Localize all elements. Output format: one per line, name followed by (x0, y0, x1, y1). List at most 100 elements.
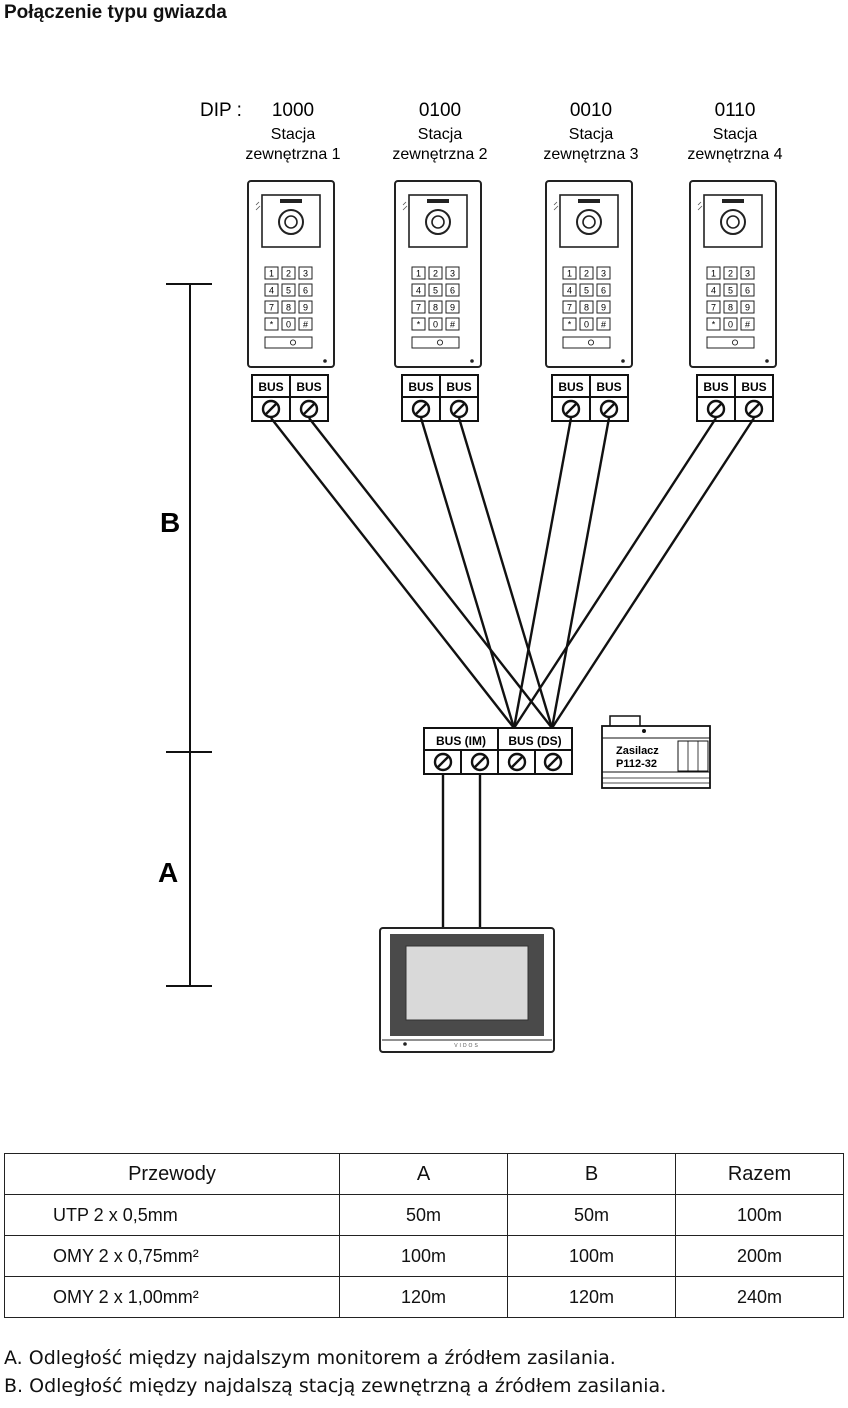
bus-wire (270, 417, 515, 729)
bell-icon (562, 336, 611, 349)
keypad-key: 4 (416, 286, 421, 296)
camera-icon (278, 209, 304, 235)
terminal-label: BUS (596, 380, 621, 394)
keypad-key: 7 (711, 303, 716, 313)
table-header-row: Przewody A B Razem (4, 1153, 844, 1195)
keypad-key: 1 (567, 269, 572, 279)
table-cell: OMY 2 x 0,75mm² (4, 1235, 340, 1277)
keypad-key: 7 (416, 303, 421, 313)
power-supply-label-1: Zasilacz (616, 745, 659, 757)
bell-icon (706, 336, 755, 349)
keypad-key: 8 (728, 303, 733, 313)
table-cell: 50m (339, 1194, 508, 1236)
camera-icon (425, 209, 451, 235)
bus-terminal: BUS BUS (696, 374, 774, 422)
keypad-key: # (303, 320, 308, 330)
terminal-label: BUS (296, 380, 321, 394)
bus-wire (419, 417, 516, 729)
table-cell: 50m (507, 1194, 676, 1236)
terminal-screw-icon (433, 752, 453, 772)
hub-label-ds: BUS (DS) (508, 734, 561, 748)
bus-wire (550, 417, 756, 729)
keypad-key: 5 (433, 286, 438, 296)
terminal-screw-icon (599, 399, 619, 419)
bell-icon (411, 336, 460, 349)
keypad-key: 1 (711, 269, 716, 279)
station-label-1: Stacja (713, 126, 758, 143)
keypad-key: 5 (728, 286, 733, 296)
keypad-key: 0 (433, 320, 438, 330)
terminal-screw-icon (261, 399, 281, 419)
terminal-label: BUS (258, 380, 283, 394)
keypad-key: 5 (584, 286, 589, 296)
keypad-key: 6 (745, 286, 750, 296)
bus-hub-terminal: BUS (IM) BUS (DS) (423, 727, 573, 775)
keypad-key: 4 (269, 286, 274, 296)
table-cell: OMY 2 x 1,00mm² (4, 1276, 340, 1318)
terminal-label: BUS (408, 380, 433, 394)
keypad-key: * (712, 320, 716, 330)
keypad-key: 5 (286, 286, 291, 296)
keypad-key: 2 (433, 269, 438, 279)
station-label-1: Stacja (418, 126, 463, 143)
terminal-label: BUS (741, 380, 766, 394)
terminal-screw-icon (744, 399, 764, 419)
dip-label: DIP : (200, 100, 242, 121)
keypad-key: 2 (584, 269, 589, 279)
table-cell: 100m (507, 1235, 676, 1277)
bus-terminal: BUS BUS (251, 374, 329, 422)
keypad-key: 9 (303, 303, 308, 313)
keypad-key: 3 (303, 269, 308, 279)
keypad-key: 9 (601, 303, 606, 313)
table-header: Przewody (4, 1153, 340, 1195)
table-cell: 120m (339, 1276, 508, 1318)
bus-wire (550, 417, 611, 729)
terminal-screw-icon (706, 399, 726, 419)
keypad-key: 1 (416, 269, 421, 279)
keypad-key: 1 (269, 269, 274, 279)
note-a: A. Odległość między najdalszym monitorem… (4, 1347, 616, 1369)
terminal-screw-icon (449, 399, 469, 419)
keypad-key: 9 (745, 303, 750, 313)
terminal-screw-icon (299, 399, 319, 419)
terminal-screw-icon (543, 752, 563, 772)
keypad-key: 3 (745, 269, 750, 279)
keypad-key: 4 (567, 286, 572, 296)
keypad-key: * (568, 320, 572, 330)
table-cell: 200m (675, 1235, 844, 1277)
keypad-key: 3 (601, 269, 606, 279)
station-label-1: Stacja (569, 126, 614, 143)
station-label-2: zewnętrzna 2 (392, 146, 487, 163)
terminal-screw-icon (507, 752, 527, 772)
monitor-wires (441, 774, 482, 930)
table-row: OMY 2 x 0,75mm² 100m 100m 200m (4, 1235, 844, 1277)
station-dip: 0010 (570, 100, 612, 121)
table-cell: 100m (675, 1194, 844, 1236)
terminal-screw-icon (470, 752, 490, 772)
bus-wires (270, 417, 756, 729)
camera-icon (576, 209, 602, 235)
bus-wire (457, 417, 554, 729)
terminal-label: BUS (703, 380, 728, 394)
dimension-label-b: B (160, 507, 180, 538)
terminal-screw-icon (561, 399, 581, 419)
keypad-key: 8 (433, 303, 438, 313)
station-dip: 0100 (419, 100, 461, 121)
keypad-key: 8 (286, 303, 291, 313)
dimension-label-a: A (158, 857, 178, 888)
keypad-key: 9 (450, 303, 455, 313)
station-label-1: Stacja (271, 126, 316, 143)
note-b: B. Odległość między najdalszą stacją zew… (4, 1375, 667, 1397)
page-title: Połączenie typu gwiazda (4, 2, 227, 23)
table-cell: UTP 2 x 0,5mm (4, 1194, 340, 1236)
station-label-2: zewnętrzna 1 (245, 146, 340, 163)
